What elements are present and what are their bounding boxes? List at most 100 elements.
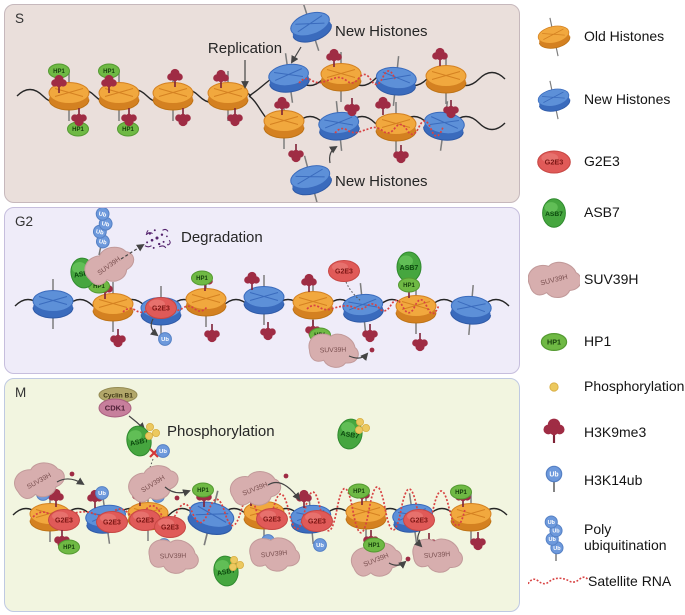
h3k9me3-dot — [369, 347, 375, 353]
g2e3-protein — [256, 508, 288, 530]
legend-label: HP1 — [584, 333, 612, 350]
h3k9me3-mark — [226, 107, 244, 127]
ub-transfer-arrow — [414, 530, 423, 548]
new-histone-arrow — [328, 145, 338, 164]
phosphorylation-dot — [145, 422, 155, 432]
panel-s-phase: S Replication New Histones New Histones — [4, 4, 520, 203]
h3k9me3-mark — [259, 321, 277, 341]
legend-item: Poly ubiquitination — [528, 512, 684, 564]
legend-label: Old Histones — [584, 28, 665, 45]
legend-item: Old Histones — [528, 14, 684, 60]
blocked-ub-line — [148, 458, 154, 471]
suv39h-icon — [528, 261, 580, 299]
methylation-arrow — [164, 486, 191, 497]
panel-m-phase: M Phosphorylation — [4, 378, 520, 612]
h3k9me3-mark — [287, 143, 305, 163]
phosphorylation-dot — [144, 431, 154, 441]
legend-item: H3K14ub — [528, 459, 684, 503]
h3k9me3-mark — [469, 531, 487, 551]
new-histone-icon — [534, 77, 574, 123]
satellite-rna — [334, 120, 444, 137]
methylation-arrow — [56, 477, 85, 486]
satellite-rna — [298, 70, 396, 86]
h3k9me3-dot — [283, 473, 289, 479]
legend-item: New Histones — [528, 77, 684, 123]
legend-label: New Histones — [584, 91, 671, 108]
hp1-protein — [450, 484, 472, 500]
methylation-arrow — [267, 481, 301, 501]
new-histone — [283, 5, 339, 58]
g2e3-protein — [301, 510, 333, 532]
ub-molecule — [156, 444, 170, 458]
hp1-protein — [363, 537, 385, 553]
hp1-icon — [540, 333, 568, 351]
new-histone — [419, 97, 469, 155]
legend-item: Phosphorylation — [528, 365, 684, 409]
g2e3-protein — [328, 260, 360, 282]
phosphorylation-dot — [361, 423, 371, 433]
new-histone — [448, 282, 494, 338]
old-histone-icon — [534, 14, 574, 60]
legend-item: SUV39H — [528, 258, 684, 302]
phosphorylation-dot — [355, 417, 365, 427]
old-histone — [375, 101, 417, 153]
g2e3-protein — [96, 511, 128, 533]
hp1-protein — [191, 270, 213, 286]
hp1-protein — [398, 277, 420, 293]
phosphorylation-dot — [354, 425, 364, 435]
hp1-protein — [58, 539, 80, 555]
legend-label: Satellite RNA — [588, 573, 672, 590]
panel-g2-phase: G2 Degradation — [4, 207, 520, 374]
old-histone — [395, 283, 437, 335]
satellite-rna-icon — [528, 576, 588, 585]
new-histones-label: New Histones — [335, 173, 428, 190]
h3k9me3-dot — [69, 471, 75, 477]
phosphorylation-dot — [151, 428, 161, 438]
h3k9me3-mark — [374, 96, 392, 116]
old-histone — [320, 51, 362, 103]
phosphorylation-icon — [549, 382, 559, 392]
legend-item: G2E3 — [528, 140, 684, 184]
suv39h-protein — [144, 533, 203, 579]
ub-molecule — [158, 332, 172, 346]
h3k9me3-dot — [174, 495, 180, 501]
g2e3-protein — [48, 509, 80, 531]
phosphorylation-dot — [235, 561, 245, 569]
satellite-rna — [306, 298, 440, 315]
h3k14ub-mark — [313, 538, 327, 552]
new-histone-arrow — [290, 46, 302, 64]
legend-label: Poly ubiquitination — [584, 521, 667, 553]
h3k14ub-icon — [546, 466, 561, 492]
new-histones-label: New Histones — [335, 23, 428, 40]
legend-item: Satellite RNA — [528, 567, 684, 597]
h3k9me3-mark — [300, 273, 318, 293]
h3k14ub-mark — [95, 486, 109, 500]
degradation-arrow — [120, 243, 145, 260]
legend-label: SUV39H — [584, 271, 639, 288]
degradation-debris — [144, 228, 171, 250]
legend-item: ASB7 — [528, 191, 684, 235]
phase-label-m: M — [15, 385, 26, 400]
phosphorylation-dot — [229, 556, 239, 564]
hp1-protein — [192, 482, 214, 498]
h3k9me3-mark — [174, 107, 192, 127]
legend-item: H3K9me3 — [528, 411, 684, 455]
legend-label: Phosphorylation — [584, 378, 685, 395]
methylation-arrow — [388, 560, 407, 569]
legend-label: H3K9me3 — [584, 424, 647, 441]
legend-label: G2E3 — [584, 153, 620, 170]
ub-release-arrow — [149, 318, 159, 337]
replication-label: Replication — [208, 40, 282, 57]
asb7-icon — [542, 198, 566, 228]
cdk1 — [98, 398, 132, 418]
phosphorylation-label: Phosphorylation — [167, 423, 275, 440]
methylation-arrow — [348, 352, 369, 361]
suv39h-protein — [246, 533, 303, 575]
g2e3-binding-line — [345, 281, 362, 302]
phosphorylation-dot — [228, 563, 238, 571]
g2e3-protein — [403, 509, 435, 531]
new-histone — [32, 278, 74, 330]
h3k9me3-icon — [542, 417, 566, 445]
legend-item: HP1 — [528, 320, 684, 364]
